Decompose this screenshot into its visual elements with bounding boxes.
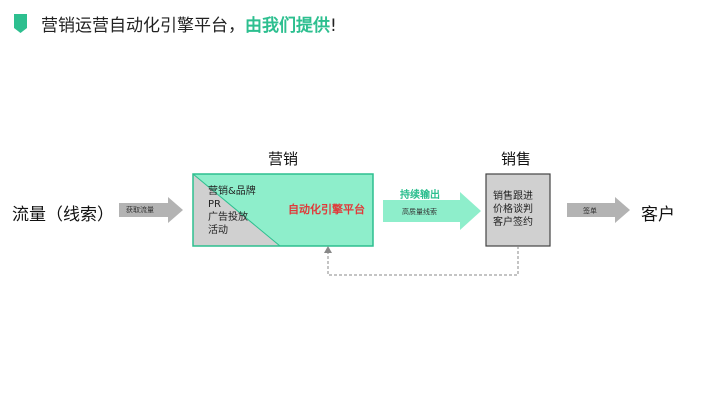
sales-item: 价格谈判 xyxy=(493,204,533,215)
title-text: 营销运营自动化引擎平台，由我们提供! xyxy=(41,11,337,36)
marketing-item: PR xyxy=(208,199,221,210)
sales-item: 销售跟进 xyxy=(493,191,533,202)
page-title: 营销运营自动化引擎平台，由我们提供! xyxy=(14,10,337,36)
title-end: ! xyxy=(330,15,337,36)
title-main: 营销运营自动化引擎平台， xyxy=(41,15,245,36)
arrow3-label: 签单 xyxy=(583,207,597,215)
bookmark-icon xyxy=(14,13,27,33)
sales-items: 销售跟进 价格谈判 客户签约 xyxy=(493,190,533,229)
title-accent: 由我们提供 xyxy=(245,15,330,36)
marketing-item: 活动 xyxy=(208,225,228,236)
sales-box xyxy=(485,173,551,247)
engine-triangle xyxy=(193,174,373,246)
sales-heading: 销售 xyxy=(501,150,532,168)
marketing-items: 营销&品牌 PR 广告投放 活动 xyxy=(208,185,256,237)
feedback-dashed-line xyxy=(327,246,519,276)
marketing-item: 营销&品牌 xyxy=(208,186,256,197)
arrow2-label: 高质量线索 xyxy=(402,208,437,216)
marketing-item: 广告投放 xyxy=(208,212,248,223)
feedback-arrowhead xyxy=(324,246,332,253)
sales-item: 客户签约 xyxy=(493,217,533,228)
diagonal-line xyxy=(192,173,281,247)
customer-label: 客户 xyxy=(641,205,675,225)
arrow-quality-leads xyxy=(383,192,481,230)
source-label: 流量（线索） xyxy=(12,205,114,225)
output-label: 持续输出 xyxy=(400,190,440,201)
engine-label: 自动化引擎平台 xyxy=(288,203,365,216)
marketing-heading: 营销 xyxy=(268,150,299,168)
arrow1-label: 获取流量 xyxy=(126,206,154,214)
arrow-get-traffic xyxy=(119,197,183,223)
marketing-box-border xyxy=(192,173,374,247)
arrow-sign xyxy=(567,197,630,223)
